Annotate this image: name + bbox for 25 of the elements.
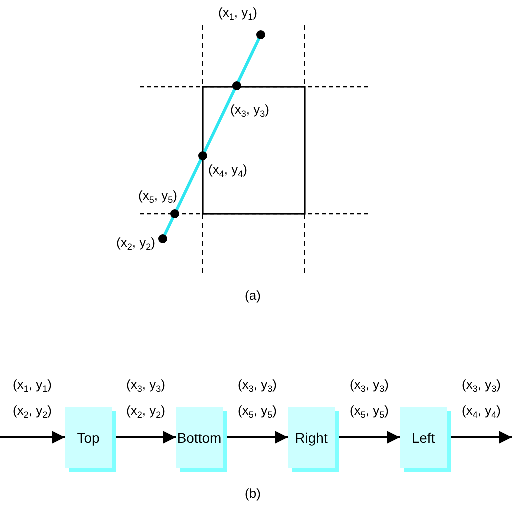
process-box (288, 407, 339, 472)
edge-label: (x$_{3}$, y$_{3}$) (x$_{2}$, y$_{2}$) (126, 376, 166, 422)
arrow (339, 431, 400, 444)
stage-name: Bottom (177, 430, 222, 446)
point-label: (x$_{3}$, y$_{3}$) (230, 102, 270, 118)
arrow (0, 431, 65, 444)
arrow (116, 431, 176, 444)
stage-name: Right (295, 430, 328, 446)
point-label: (x$_{4}$, y$_{4}$) (208, 162, 248, 178)
stage-name: Left (412, 430, 436, 446)
point-label: (x$_{5}$, y$_{5}$) (138, 188, 178, 204)
arrow (451, 431, 512, 444)
edge-label: (x$_{3}$, y$_{3}$) (x$_{4}$, y$_{4}$) (461, 376, 502, 422)
process-box (400, 407, 451, 472)
process-box (176, 407, 227, 472)
edge-label: (x$_{1}$, y$_{1}$) (x$_{2}$, y$_{2}$) (12, 376, 53, 422)
process-box (65, 407, 116, 472)
arrow (227, 431, 288, 444)
stage-name: Top (77, 430, 100, 446)
edge-label: (x$_{3}$, y$_{3}$) (x$_{5}$, y$_{5}$) (349, 376, 390, 422)
point-label: (x$_{2}$, y$_{2}$) (116, 235, 156, 251)
panel-label: (a) (245, 288, 261, 304)
edge-label: (x$_{3}$, y$_{3}$) (x$_{5}$, y$_{5}$) (237, 376, 278, 422)
panel-label: (b) (245, 486, 261, 502)
point-label: (x$_{1}$, y$_{1}$) (218, 5, 258, 21)
